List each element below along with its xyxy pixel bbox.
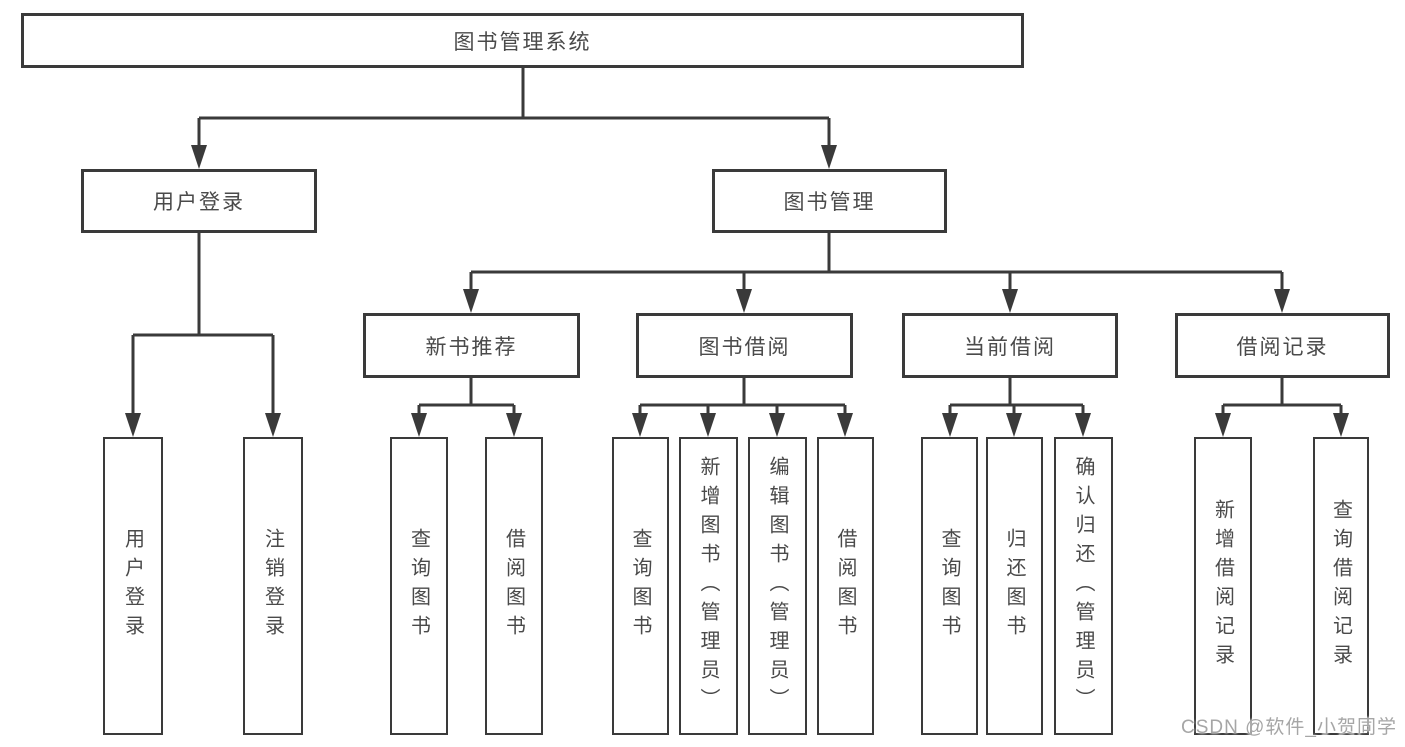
arrowhead xyxy=(125,413,141,437)
node-borrow-records-label: 借阅记录 xyxy=(1236,335,1329,359)
node-book-management: 图书管理 xyxy=(712,169,947,233)
arrowhead xyxy=(821,145,837,169)
arrowhead xyxy=(1075,413,1091,437)
node-book-borrow-label: 图书借阅 xyxy=(698,335,791,359)
leaf-add-borrow-record-label: 新增借阅记录 xyxy=(1211,499,1234,673)
node-user-login-label: 用户登录 xyxy=(153,191,245,214)
node-new-book-recommend-label: 新书推荐 xyxy=(425,335,518,359)
arrowhead xyxy=(632,413,648,437)
arrowhead xyxy=(463,289,479,313)
leaf-current-query-books-label: 查询图书 xyxy=(938,528,960,644)
node-borrow-records: 借阅记录 xyxy=(1175,313,1390,378)
leaf-confirm-return-admin: 确认归还（管理员） xyxy=(1054,437,1113,735)
node-new-book-recommend: 新书推荐 xyxy=(363,313,580,378)
leaf-query-borrow-record: 查询借阅记录 xyxy=(1313,437,1369,735)
arrowhead xyxy=(769,413,785,437)
arrowhead xyxy=(1274,289,1290,313)
leaf-confirm-return-admin-label: 确认归还（管理员） xyxy=(1072,455,1094,717)
arrowhead xyxy=(1333,413,1349,437)
leaf-add-books-admin: 新增图书（管理员） xyxy=(679,437,738,735)
leaf-return-books-label: 归还图书 xyxy=(1003,528,1025,644)
leaf-query-borrow-record-label: 查询借阅记录 xyxy=(1329,499,1352,673)
arrowhead xyxy=(411,413,427,437)
leaf-user-login-label: 用户登录 xyxy=(121,528,144,644)
arrowhead xyxy=(736,289,752,313)
arrowhead xyxy=(837,413,853,437)
csdn-watermark: CSDN @软件_小贺同学 xyxy=(1181,717,1397,738)
leaf-recommend-query-books: 查询图书 xyxy=(390,437,448,735)
arrowhead xyxy=(1002,289,1018,313)
node-root: 图书管理系统 xyxy=(21,13,1024,68)
leaf-return-books: 归还图书 xyxy=(986,437,1043,735)
leaf-borrow-books: 借阅图书 xyxy=(817,437,874,735)
leaf-borrow-query-books: 查询图书 xyxy=(612,437,669,735)
arrowhead xyxy=(265,413,281,437)
arrowhead xyxy=(700,413,716,437)
leaf-user-login: 用户登录 xyxy=(103,437,163,735)
node-current-borrow-label: 当前借阅 xyxy=(964,335,1056,359)
leaf-logout: 注销登录 xyxy=(243,437,303,735)
leaf-add-borrow-record: 新增借阅记录 xyxy=(1194,437,1252,735)
leaf-edit-books-admin: 编辑图书（管理员） xyxy=(748,437,807,735)
arrowhead xyxy=(506,413,522,437)
leaf-recommend-borrow-books: 借阅图书 xyxy=(485,437,543,735)
leaf-logout-label: 注销登录 xyxy=(261,528,284,644)
node-book-management-label: 图书管理 xyxy=(783,191,876,214)
leaf-edit-books-admin-label: 编辑图书（管理员） xyxy=(766,455,788,717)
leaf-current-query-books: 查询图书 xyxy=(921,437,978,735)
node-book-borrow: 图书借阅 xyxy=(636,313,853,378)
leaf-recommend-query-books-label: 查询图书 xyxy=(407,528,430,644)
node-root-label: 图书管理系统 xyxy=(453,30,592,54)
leaf-recommend-borrow-books-label: 借阅图书 xyxy=(502,528,525,644)
leaf-add-books-admin-label: 新增图书（管理员） xyxy=(697,455,719,717)
node-user-login: 用户登录 xyxy=(81,169,317,233)
arrowhead xyxy=(191,145,207,169)
arrowhead xyxy=(942,413,958,437)
node-current-borrow: 当前借阅 xyxy=(902,313,1118,378)
arrowhead xyxy=(1006,413,1022,437)
arrowhead xyxy=(1215,413,1231,437)
leaf-borrow-query-books-label: 查询图书 xyxy=(629,528,651,644)
leaf-borrow-books-label: 借阅图书 xyxy=(834,528,856,644)
